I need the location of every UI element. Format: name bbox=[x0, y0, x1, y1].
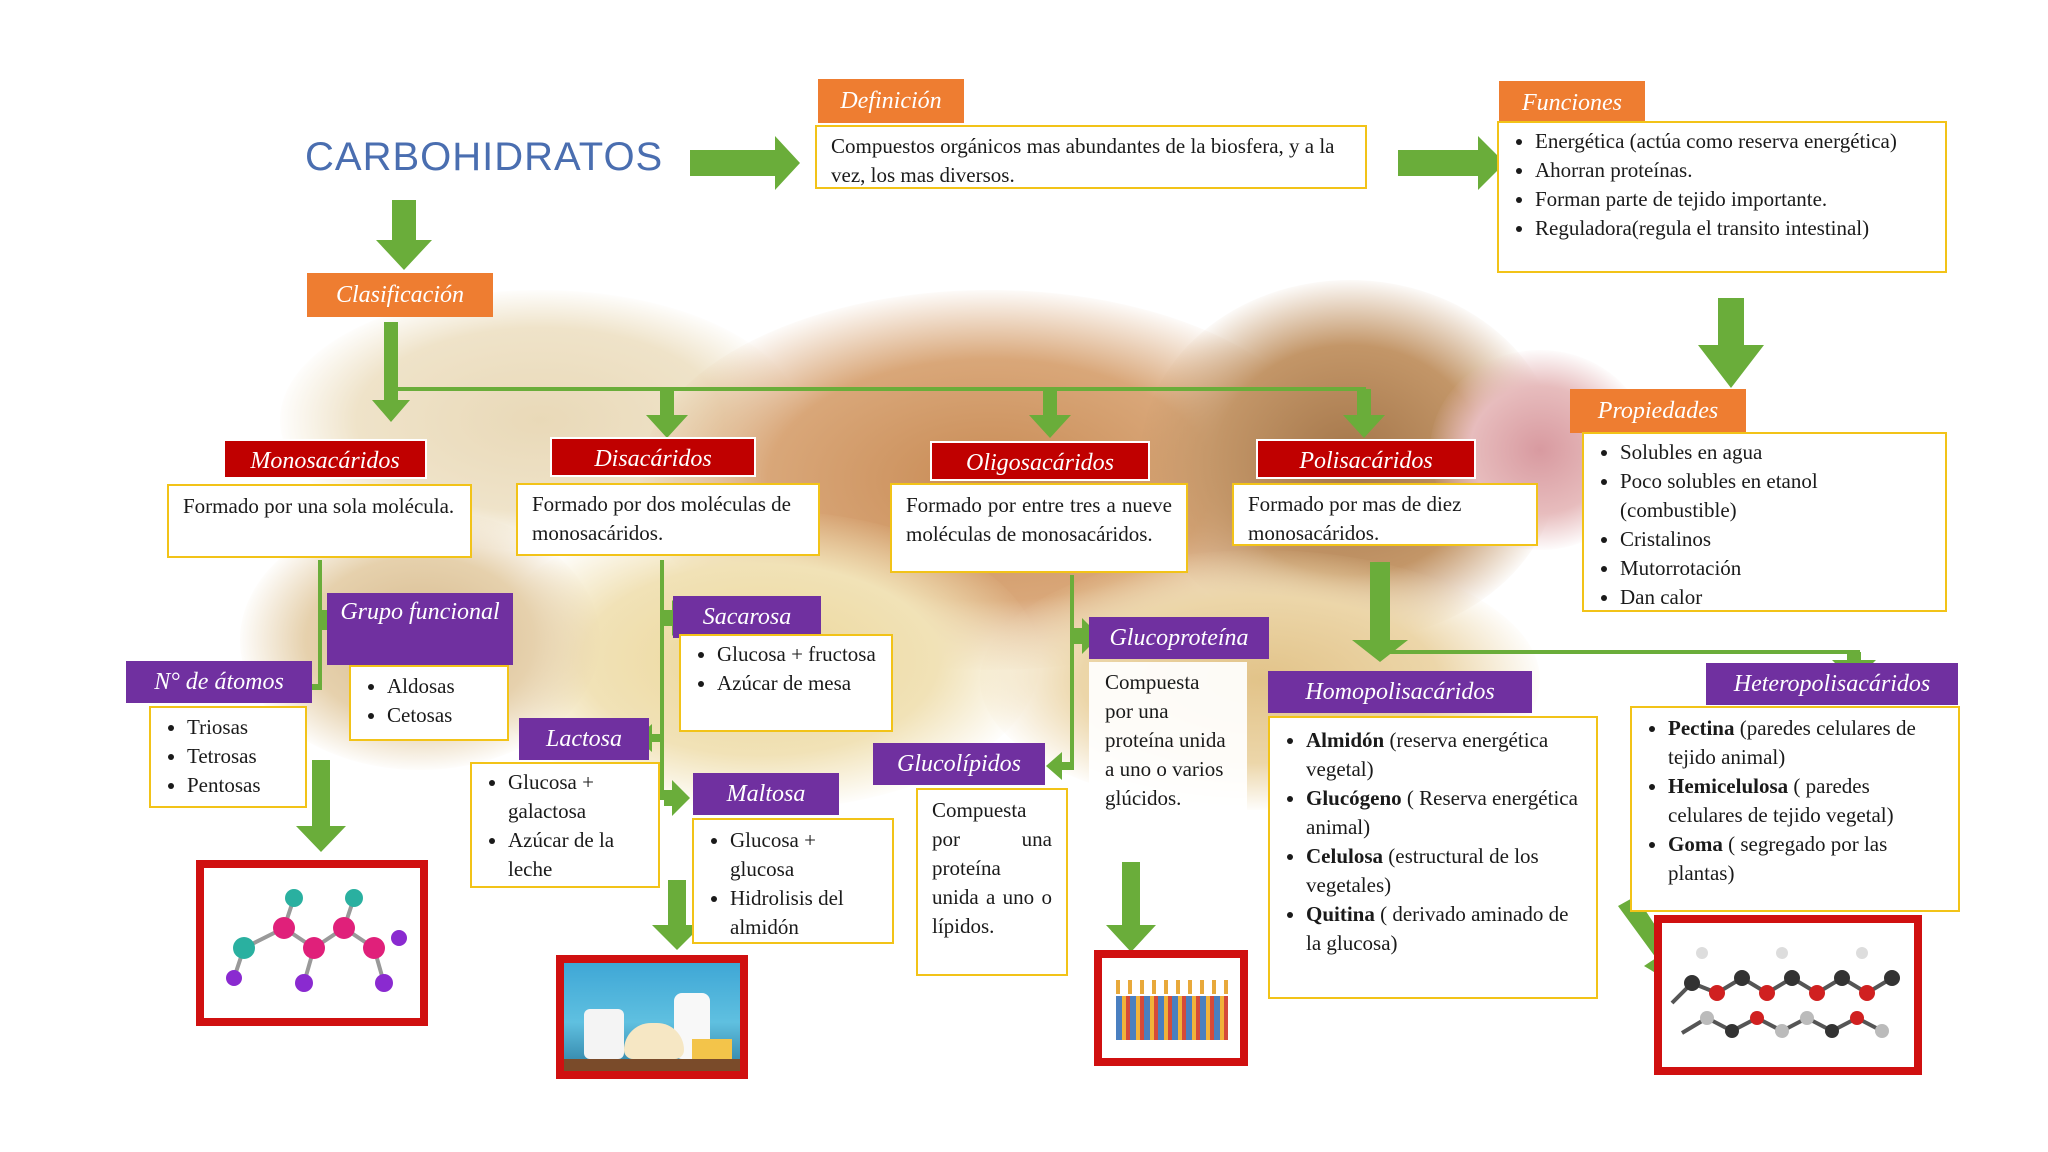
oligosacaridos-box: Formado por entre tres a nueve moléculas… bbox=[890, 483, 1188, 573]
monosacaridos-box: Formado por una sola molécula. bbox=[167, 484, 472, 558]
arrow-down bbox=[1343, 389, 1385, 438]
glucoproteina-text: Compuesta por una proteína unida a uno o… bbox=[1105, 670, 1226, 810]
arrow-down bbox=[652, 880, 702, 950]
arrow-right bbox=[1074, 618, 1100, 654]
glucolipidos-header: Glucolípidos bbox=[873, 743, 1045, 785]
glucoproteina-header: Glucoproteína bbox=[1089, 617, 1269, 659]
polisacaridos-header: Polisacáridos bbox=[1256, 439, 1476, 479]
disacaridos-box: Formado por dos moléculas de monosacárid… bbox=[516, 483, 820, 556]
list-item: Poco solubles en etanol (combustible) bbox=[1620, 467, 1931, 525]
maltosa-box: Glucosa + glucosa Hidrolisis del almidón bbox=[692, 818, 894, 944]
list-item: Glucosa + glucosa bbox=[730, 826, 878, 884]
sacarosa-list: Glucosa + fructosa Azúcar de mesa bbox=[695, 640, 877, 698]
monosacaridos-text: Formado por una sola molécula. bbox=[183, 494, 455, 518]
heteropolisacaridos-box: Pectina (paredes celulares de tejido ani… bbox=[1630, 706, 1960, 912]
n-atomos-header: N° de átomos bbox=[126, 661, 312, 703]
funciones-box: Energética (actúa como reserva energétic… bbox=[1497, 121, 1947, 273]
polisacaridos-text: Formado por mas de diez monosacáridos. bbox=[1248, 492, 1462, 545]
arrow-down bbox=[376, 200, 432, 270]
arrow-down bbox=[1106, 862, 1156, 952]
disacaridos-header: Disacáridos bbox=[550, 437, 756, 477]
glucolipidos-text: Compuesta por una proteína unida a uno o… bbox=[932, 798, 1052, 938]
oligosacaridos-text: Formado por entre tres a nueve moléculas… bbox=[906, 493, 1172, 546]
heteropolisacaridos-header: Heteropolisacáridos bbox=[1706, 663, 1958, 705]
list-item: Ahorran proteínas. bbox=[1535, 156, 1931, 185]
arrow-down bbox=[1029, 389, 1071, 438]
homopolisacaridos-list: Almidón (reserva energética vegetal) Glu… bbox=[1284, 726, 1582, 958]
list-item: Cetosas bbox=[387, 701, 493, 730]
polysaccharide-chain-image bbox=[1654, 915, 1922, 1075]
oligosacaridos-header: Oligosacáridos bbox=[930, 441, 1150, 481]
list-item: Mutorrotación bbox=[1620, 554, 1931, 583]
homopolisacaridos-box: Almidón (reserva energética vegetal) Glu… bbox=[1268, 716, 1598, 999]
arrow-down bbox=[296, 760, 346, 852]
list-item: Forman parte de tejido importante. bbox=[1535, 185, 1931, 214]
arrow-down bbox=[646, 389, 688, 438]
arrow-right bbox=[690, 136, 800, 190]
sacarosa-header: Sacarosa bbox=[673, 596, 821, 638]
dairy-image bbox=[556, 955, 748, 1079]
disacaridos-text: Formado por dos moléculas de monosacárid… bbox=[532, 492, 791, 545]
glucoproteina-box: Compuesta por una proteína unida a uno o… bbox=[1089, 662, 1247, 862]
list-item: Cristalinos bbox=[1620, 525, 1931, 554]
grupo-funcional-list: Aldosas Cetosas bbox=[365, 672, 493, 730]
arrow-down bbox=[372, 322, 410, 422]
grupo-funcional-title: Grupo funcional bbox=[340, 599, 500, 625]
list-item: Tetrosas bbox=[187, 742, 291, 771]
list-item: Energética (actúa como reserva energétic… bbox=[1535, 127, 1931, 156]
list-item: Glucógeno ( Reserva energética animal) bbox=[1306, 784, 1582, 842]
heteropolisacaridos-list: Pectina (paredes celulares de tejido ani… bbox=[1646, 714, 1944, 888]
homopolisacaridos-header: Homopolisacáridos bbox=[1268, 671, 1532, 713]
list-item: Goma ( segregado por las plantas) bbox=[1668, 830, 1944, 888]
sacarosa-box: Glucosa + fructosa Azúcar de mesa bbox=[679, 634, 893, 732]
n-atomos-box: Triosas Tetrosas Pentosas bbox=[149, 706, 307, 808]
polisacaridos-box: Formado por mas de diez monosacáridos. bbox=[1232, 483, 1538, 546]
arrow-right bbox=[1398, 136, 1505, 190]
definicion-header: Definición bbox=[818, 79, 964, 123]
grupo-funcional-box: Aldosas Cetosas bbox=[349, 665, 509, 741]
list-item: Pentosas bbox=[187, 771, 291, 800]
definicion-box: Compuestos orgánicos mas abundantes de l… bbox=[815, 125, 1367, 189]
list-item: Azúcar de mesa bbox=[717, 669, 877, 698]
lactosa-list: Glucosa + galactosa Azúcar de la leche bbox=[486, 768, 644, 884]
arrow-down bbox=[1698, 298, 1764, 388]
page-title: CARBOHIDRATOS bbox=[305, 135, 664, 179]
list-item: Dan calor bbox=[1620, 583, 1931, 612]
list-item: Quitina ( derivado aminado de la glucosa… bbox=[1306, 900, 1582, 958]
glucolipidos-box: Compuesta por una proteína unida a uno o… bbox=[916, 788, 1068, 976]
clasificacion-header: Clasificación bbox=[307, 273, 493, 317]
lactosa-box: Glucosa + galactosa Azúcar de la leche bbox=[470, 762, 660, 888]
monosacaridos-header: Monosacáridos bbox=[223, 439, 427, 479]
list-item: Hidrolisis del almidón bbox=[730, 884, 878, 942]
list-item: Azúcar de la leche bbox=[508, 826, 644, 884]
lactosa-header: Lactosa bbox=[519, 718, 649, 760]
propiedades-list: Solubles en agua Poco solubles en etanol… bbox=[1598, 438, 1931, 612]
list-item: Glucosa + fructosa bbox=[717, 640, 877, 669]
list-item: Glucosa + galactosa bbox=[508, 768, 644, 826]
maltosa-header: Maltosa bbox=[693, 773, 839, 815]
arrow-left bbox=[1046, 752, 1070, 780]
list-item: Hemicelulosa ( paredes celulares de teji… bbox=[1668, 772, 1944, 830]
list-item: Pectina (paredes celulares de tejido ani… bbox=[1668, 714, 1944, 772]
funciones-list: Energética (actúa como reserva energétic… bbox=[1513, 127, 1931, 243]
membrane-image bbox=[1094, 950, 1248, 1066]
list-item: Aldosas bbox=[387, 672, 493, 701]
list-item: Triosas bbox=[187, 713, 291, 742]
arrow-right bbox=[664, 780, 690, 816]
funciones-header: Funciones bbox=[1499, 81, 1645, 125]
propiedades-box: Solubles en agua Poco solubles en etanol… bbox=[1582, 432, 1947, 612]
propiedades-header: Propiedades bbox=[1570, 389, 1746, 433]
grupo-funcional-header: Grupo funcional bbox=[327, 593, 513, 665]
arrow-down bbox=[1352, 562, 1408, 662]
list-item: Celulosa (estructural de los vegetales) bbox=[1306, 842, 1582, 900]
maltosa-list: Glucosa + glucosa Hidrolisis del almidón bbox=[708, 826, 878, 942]
list-item: Reguladora(regula el transito intestinal… bbox=[1535, 214, 1931, 243]
n-atomos-list: Triosas Tetrosas Pentosas bbox=[165, 713, 291, 800]
list-item: Solubles en agua bbox=[1620, 438, 1931, 467]
list-item: Almidón (reserva energética vegetal) bbox=[1306, 726, 1582, 784]
definicion-text: Compuestos orgánicos mas abundantes de l… bbox=[831, 134, 1335, 187]
molecule-image bbox=[196, 860, 428, 1026]
